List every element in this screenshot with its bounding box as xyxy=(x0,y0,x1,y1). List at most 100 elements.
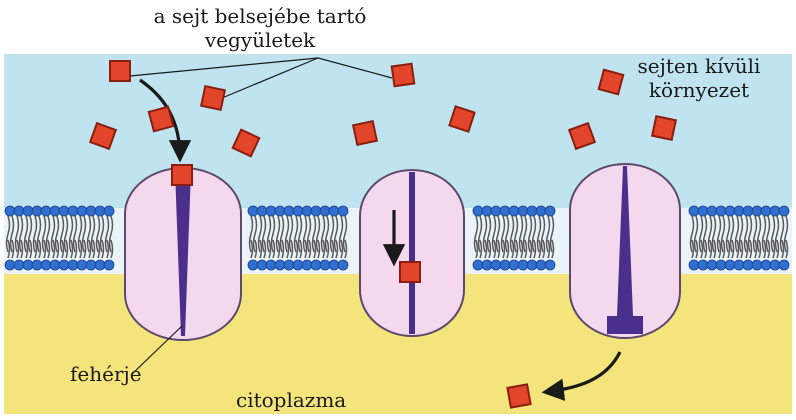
lipid-head xyxy=(761,206,771,216)
compounds-label-line1: a sejt belsejébe tartó xyxy=(0,4,520,28)
lipid-head xyxy=(320,260,330,270)
lipid-head xyxy=(275,206,285,216)
lipid-head xyxy=(284,260,294,270)
lipid-head xyxy=(779,206,789,216)
lipid-head xyxy=(275,260,285,270)
outside-label-line2: környezet xyxy=(602,78,796,102)
lipid-head xyxy=(77,206,87,216)
lipid-head xyxy=(293,260,303,270)
lipid-head xyxy=(95,206,105,216)
lipid-head xyxy=(761,260,771,270)
lipid-head xyxy=(302,260,312,270)
transport-proteins xyxy=(125,164,680,340)
lipid-head xyxy=(518,206,528,216)
lipid-head xyxy=(509,260,519,270)
lipid-head xyxy=(5,206,15,216)
lipid-head xyxy=(698,206,708,216)
lipid-head xyxy=(329,260,339,270)
lipid-head xyxy=(734,206,744,216)
lipid-head xyxy=(50,206,60,216)
lipid-head xyxy=(86,206,96,216)
lipid-head xyxy=(23,260,33,270)
compounds-label: a sejt belsejébe tartó vegyületek xyxy=(0,4,520,52)
lipid-head xyxy=(707,206,717,216)
lipid-head xyxy=(527,206,537,216)
lipid-head xyxy=(104,206,114,216)
molecule-icon xyxy=(201,86,225,110)
lipid-head xyxy=(293,206,303,216)
lipid-head xyxy=(509,206,519,216)
lipid-head xyxy=(473,206,483,216)
lipid-head xyxy=(734,260,744,270)
lipid-head xyxy=(5,260,15,270)
lipid-head xyxy=(59,206,69,216)
lipid-head xyxy=(338,206,348,216)
lipid-head xyxy=(32,206,42,216)
lipid-head xyxy=(95,260,105,270)
molecule-icon xyxy=(652,116,676,140)
lipid-head xyxy=(689,260,699,270)
lipid-head xyxy=(311,206,321,216)
lipid-head xyxy=(41,260,51,270)
lipid-head xyxy=(518,260,528,270)
outside-label-line1: sejten kívüli xyxy=(602,54,796,78)
molecule-icon xyxy=(400,262,420,282)
lipid-head xyxy=(725,206,735,216)
lipid-head xyxy=(743,260,753,270)
lipid-head xyxy=(311,260,321,270)
lipid-head xyxy=(536,260,546,270)
lipid-head xyxy=(248,260,258,270)
lipid-head xyxy=(482,206,492,216)
lipid-head xyxy=(41,206,51,216)
lipid-head xyxy=(14,260,24,270)
lipid-head xyxy=(50,260,60,270)
lipid-head xyxy=(248,206,258,216)
lipid-head xyxy=(500,206,510,216)
lipid-head xyxy=(527,260,537,270)
lipid-head xyxy=(770,206,780,216)
lipid-head xyxy=(716,206,726,216)
lipid-head xyxy=(716,260,726,270)
lipid-head xyxy=(14,206,24,216)
lipid-head xyxy=(545,206,555,216)
lipid-head xyxy=(32,260,42,270)
molecule-icon xyxy=(392,64,415,87)
lipid-head xyxy=(698,260,708,270)
lipid-head xyxy=(491,260,501,270)
lipid-head xyxy=(725,260,735,270)
lipid-head xyxy=(68,260,78,270)
protein-channel xyxy=(409,172,415,334)
lipid-head xyxy=(482,260,492,270)
lipid-head xyxy=(779,260,789,270)
lipid-head xyxy=(770,260,780,270)
lipid-head xyxy=(707,260,717,270)
lipid-head xyxy=(302,206,312,216)
molecule-icon xyxy=(353,121,377,145)
lipid-head xyxy=(329,206,339,216)
lipid-head xyxy=(752,260,762,270)
lipid-head xyxy=(284,206,294,216)
lipid-head xyxy=(752,206,762,216)
protein-label: fehérje xyxy=(70,362,142,386)
molecule-icon xyxy=(110,61,130,81)
cytoplasm-label: citoplazma xyxy=(236,388,346,412)
lipid-head xyxy=(338,260,348,270)
lipid-head xyxy=(500,260,510,270)
lipid-head xyxy=(320,206,330,216)
lipid-head xyxy=(266,260,276,270)
lipid-head xyxy=(473,260,483,270)
outside-environment-label: sejten kívüli környezet xyxy=(602,54,796,102)
lipid-head xyxy=(743,206,753,216)
lipid-head xyxy=(491,206,501,216)
lipid-head xyxy=(104,260,114,270)
lipid-head xyxy=(68,206,78,216)
lipid-head xyxy=(536,206,546,216)
lipid-head xyxy=(59,260,69,270)
molecule-icon xyxy=(149,107,173,131)
protein-channel-gate xyxy=(607,316,643,334)
lipid-head xyxy=(545,260,555,270)
lipid-head xyxy=(689,206,699,216)
molecule-icon xyxy=(172,165,192,185)
lipid-head xyxy=(266,206,276,216)
